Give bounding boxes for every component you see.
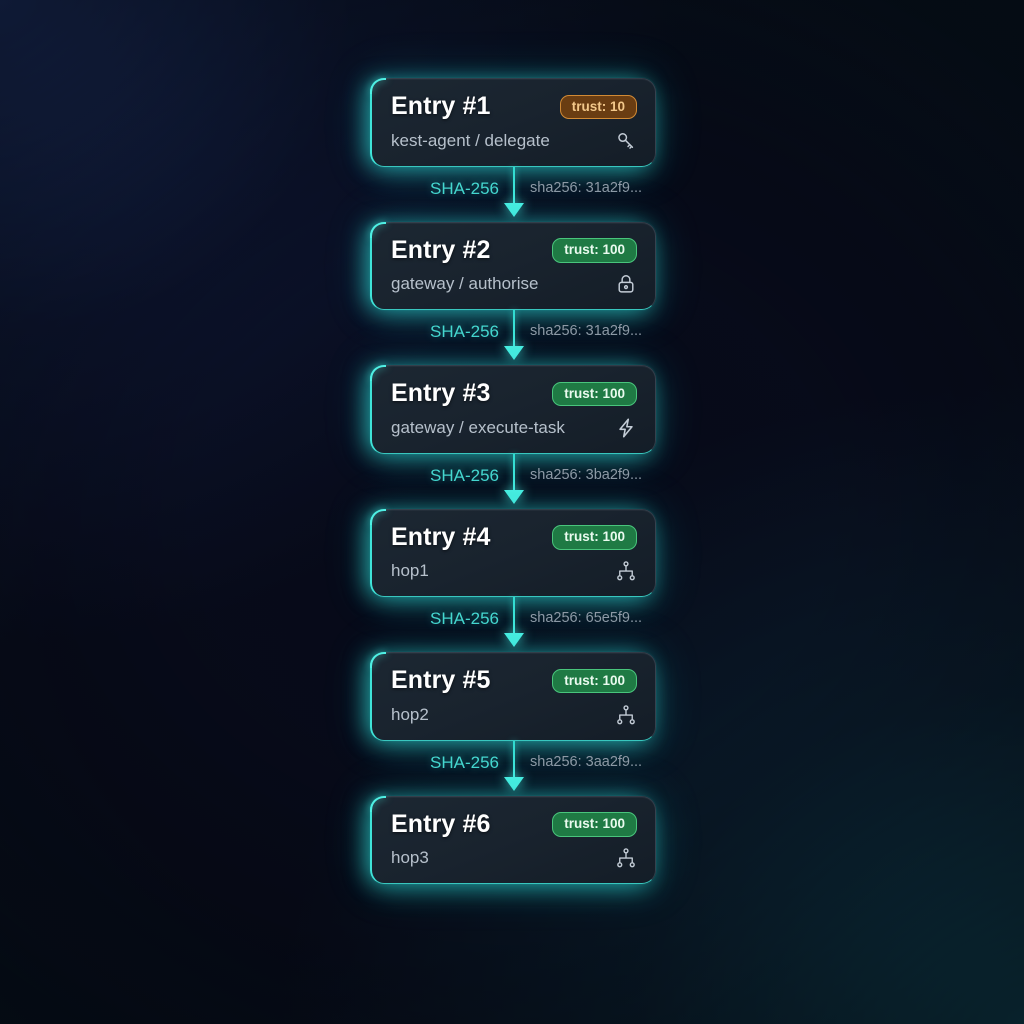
entry-card[interactable]: Entry #1 trust: 10 kest-agent / delegate <box>370 78 656 167</box>
entry-card[interactable]: Entry #5 trust: 100 hop2 <box>370 652 656 741</box>
entry-card-footer: gateway / execute-task <box>391 417 637 439</box>
network-nodes-icon <box>615 560 637 582</box>
entry-card-footer: gateway / authorise <box>391 273 637 295</box>
trust-badge: trust: 100 <box>552 381 637 406</box>
chain-link: SHA-256 sha256: 31a2f9... <box>370 310 656 365</box>
network-nodes-icon <box>615 847 637 869</box>
entry-subtitle: hop2 <box>391 704 429 724</box>
entry-card-header: Entry #2 trust: 100 <box>391 235 637 265</box>
entry-subtitle: hop3 <box>391 848 429 868</box>
entry-title: Entry #4 <box>391 522 491 551</box>
arrow-down-icon <box>504 202 524 217</box>
chain-link: SHA-256 sha256: 3aa2f9... <box>370 740 656 796</box>
network-nodes-icon <box>615 704 637 726</box>
entry-card[interactable]: Entry #6 trust: 100 hop3 <box>370 795 656 884</box>
trust-badge: trust: 100 <box>552 525 637 550</box>
hash-value-label: sha256: 3aa2f9... <box>530 753 643 770</box>
trust-badge: trust: 100 <box>552 668 637 693</box>
hash-algorithm-label: SHA-256 <box>430 465 499 485</box>
hash-value-label: sha256: 31a2f9... <box>530 323 643 339</box>
chain-link-line <box>513 597 515 637</box>
trust-badge: trust: 100 <box>552 812 637 837</box>
entry-title: Entry #1 <box>391 92 491 120</box>
chain-link: SHA-256 sha256: 31a2f9... <box>370 166 656 222</box>
entry-card-header: Entry #3 trust: 100 <box>391 379 637 408</box>
hash-value-label: sha256: 31a2f9... <box>530 179 643 196</box>
entry-card-header: Entry #4 trust: 100 <box>391 522 637 552</box>
hash-value-label: sha256: 65e5f9... <box>530 610 643 626</box>
trust-badge: trust: 10 <box>559 94 637 119</box>
arrow-down-icon <box>504 346 524 360</box>
entry-subtitle: hop1 <box>391 561 429 581</box>
entry-subtitle: gateway / execute-task <box>391 417 565 437</box>
arrow-down-icon <box>504 776 524 791</box>
hash-algorithm-label: SHA-256 <box>430 609 499 628</box>
arrow-down-icon <box>504 489 524 504</box>
trust-badge: trust: 100 <box>552 238 637 263</box>
chain-link-line <box>513 310 515 350</box>
hash-algorithm-label: SHA-256 <box>430 322 499 341</box>
chain-link-line <box>513 740 515 781</box>
entry-card-header: Entry #6 trust: 100 <box>391 809 637 839</box>
chain-link: SHA-256 sha256: 65e5f9... <box>370 597 656 652</box>
entry-card-footer: hop2 <box>391 704 637 726</box>
hash-value-label: sha256: 3ba2f9... <box>530 466 643 483</box>
entry-title: Entry #3 <box>391 379 491 407</box>
entry-card-footer: kest-agent / delegate <box>391 130 637 152</box>
lock-icon <box>615 273 637 295</box>
entry-card-footer: hop3 <box>391 847 637 869</box>
lightning-bolt-icon <box>615 417 637 439</box>
chain-link-line <box>513 453 515 494</box>
entry-card[interactable]: Entry #2 trust: 100 gateway / authorise <box>370 221 656 310</box>
chain-link-line <box>513 166 515 207</box>
arrow-down-icon <box>504 633 524 647</box>
entry-title: Entry #2 <box>391 235 491 264</box>
hash-algorithm-label: SHA-256 <box>430 178 499 198</box>
entry-subtitle: gateway / authorise <box>391 274 539 294</box>
key-icon <box>615 130 637 152</box>
entry-subtitle: kest-agent / delegate <box>391 130 550 150</box>
entry-card-header: Entry #5 trust: 100 <box>391 666 637 695</box>
entry-card-footer: hop1 <box>391 560 637 582</box>
entry-card[interactable]: Entry #4 trust: 100 hop1 <box>370 508 656 597</box>
entry-title: Entry #6 <box>391 809 491 838</box>
entry-title: Entry #5 <box>391 666 491 694</box>
chain-link: SHA-256 sha256: 3ba2f9... <box>370 453 656 509</box>
entry-card[interactable]: Entry #3 trust: 100 gateway / execute-task <box>370 365 656 454</box>
hash-algorithm-label: SHA-256 <box>430 752 499 772</box>
entry-card-header: Entry #1 trust: 10 <box>391 92 637 121</box>
